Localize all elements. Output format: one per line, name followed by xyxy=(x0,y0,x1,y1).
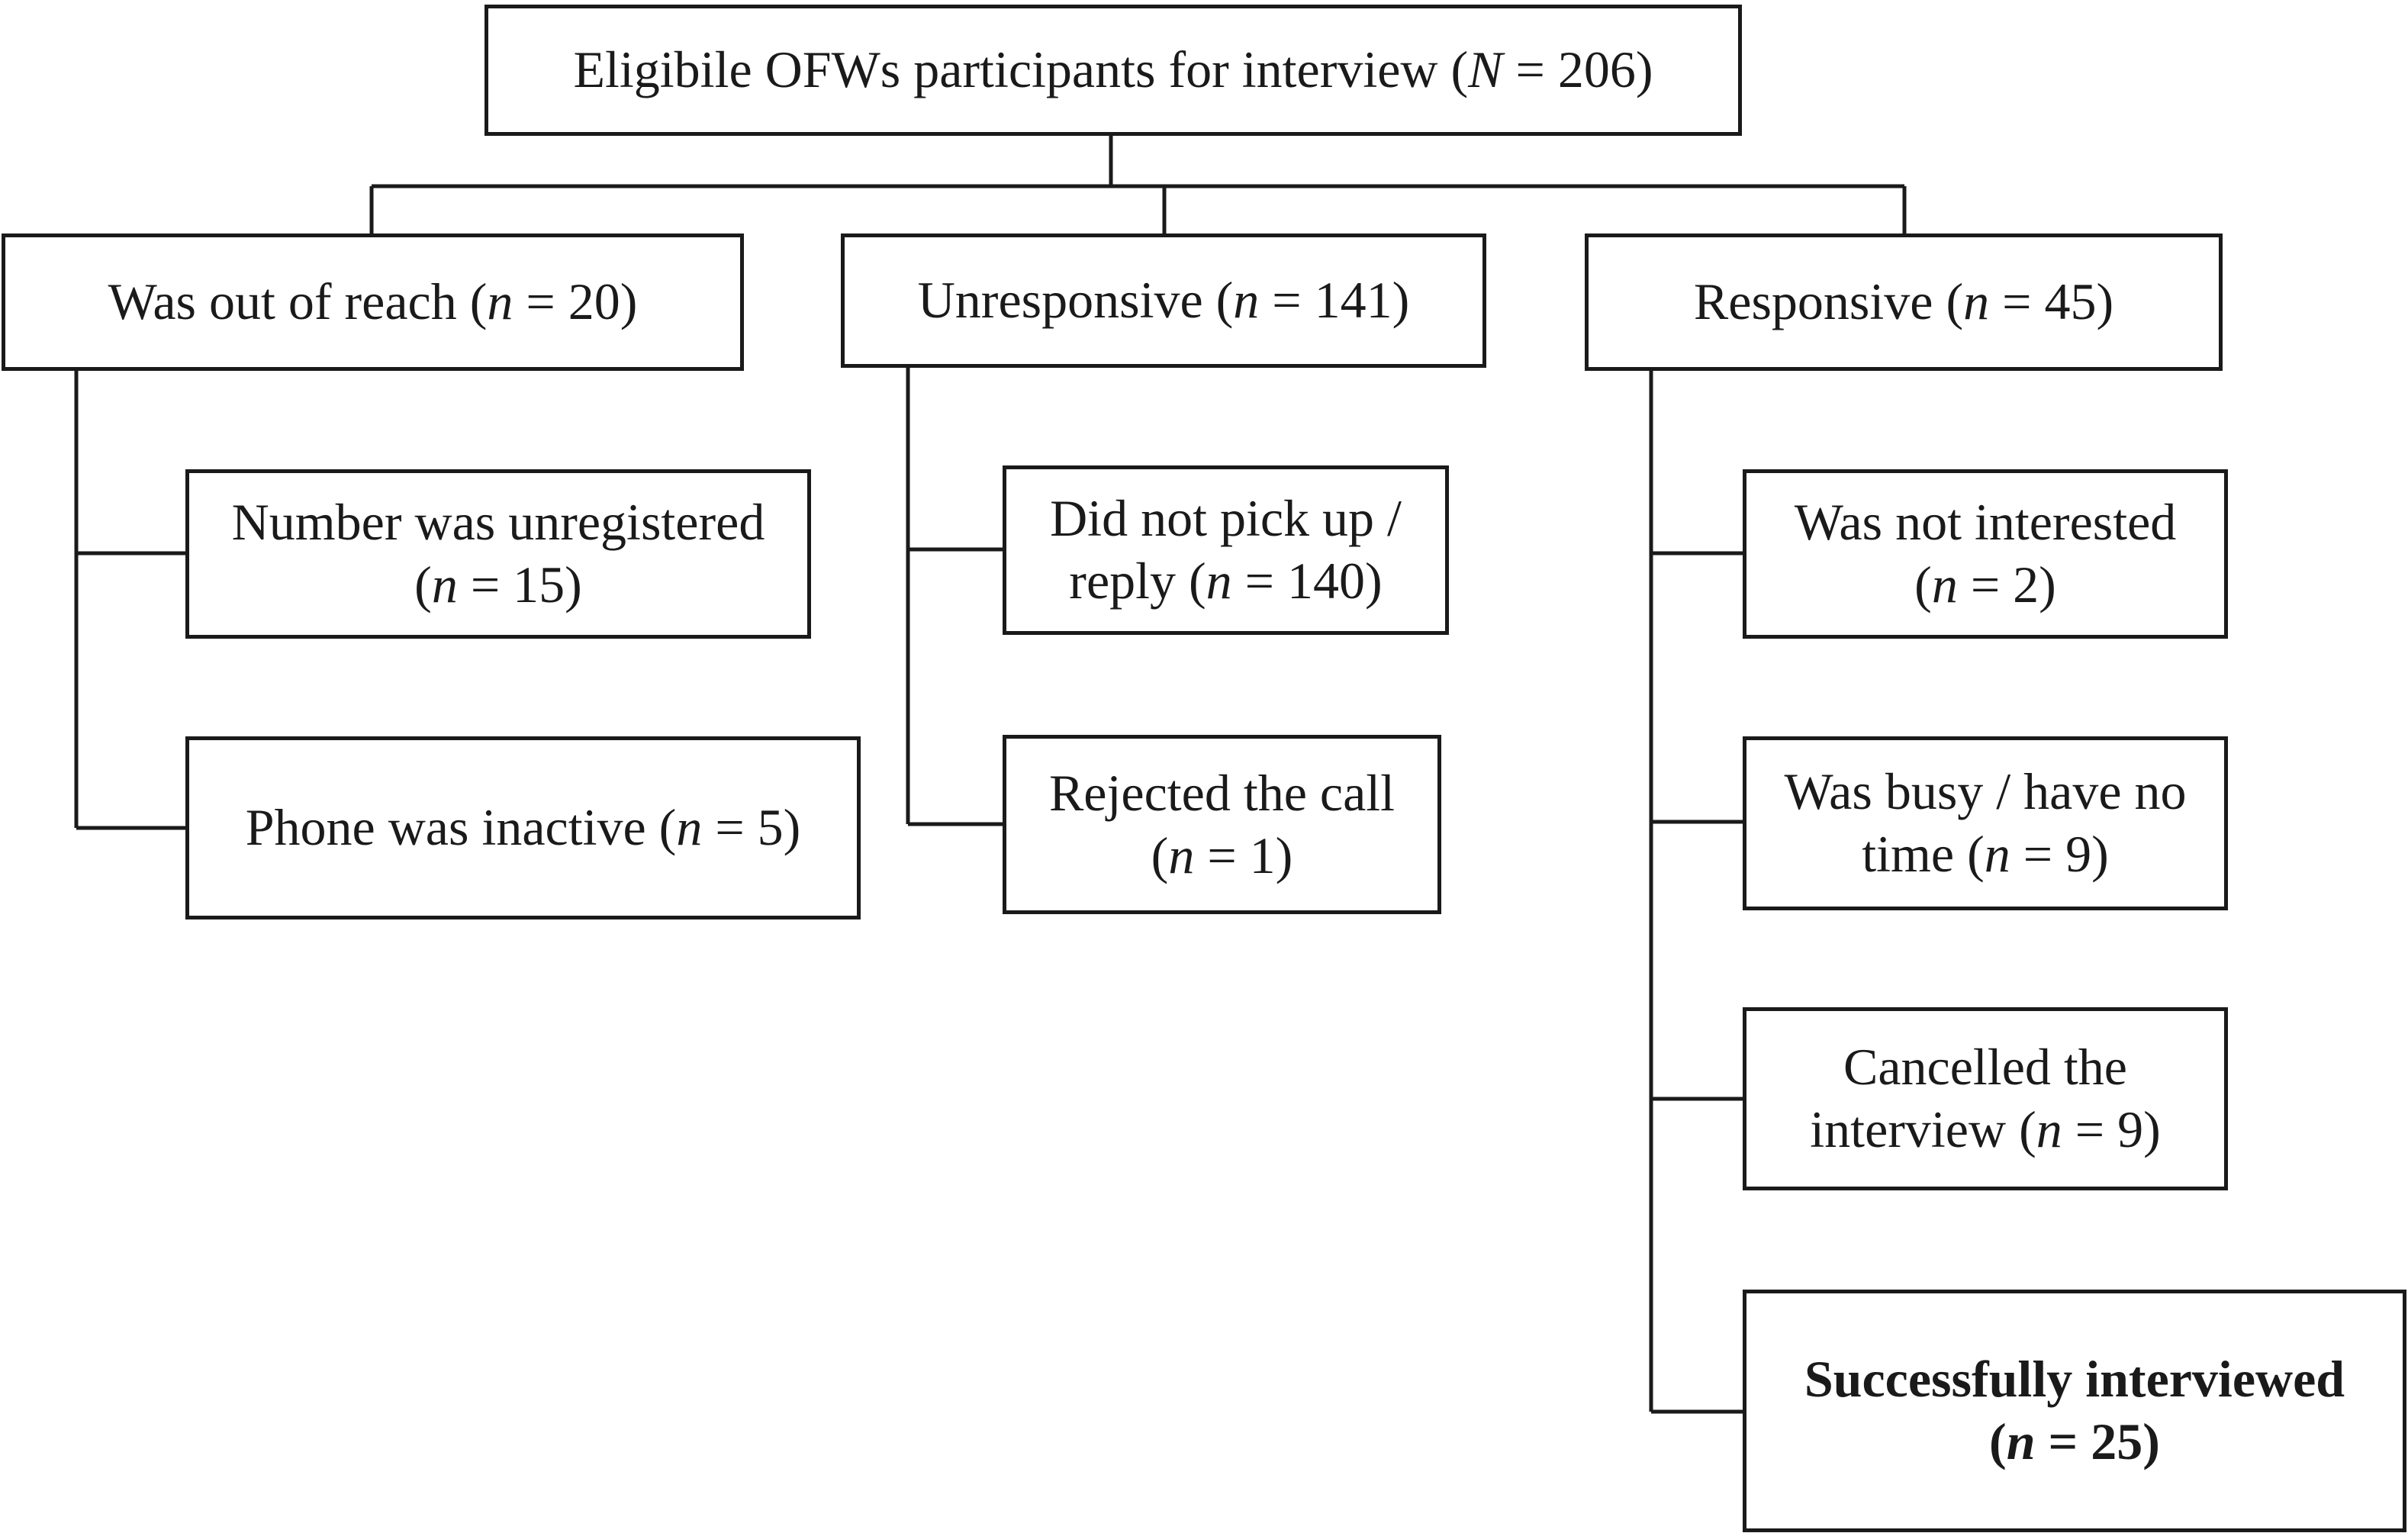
node-successfully-interviewed: Successfully interviewed (n = 25) xyxy=(1743,1290,2406,1532)
node-responsive: Responsive (n = 45) xyxy=(1585,233,2223,371)
node-out-of-reach: Was out of reach (n = 20) xyxy=(2,233,744,371)
node-phone-inactive: Phone was inactive (n = 5) xyxy=(185,736,861,919)
node-cancelled-interview: Cancelled the interview (n = 9) xyxy=(1743,1007,2228,1190)
node-not-interested: Was not interested (n = 2) xyxy=(1743,469,2228,639)
node-number-unregistered: Number was unregistered (n = 15) xyxy=(185,469,811,639)
node-unresponsive: Unresponsive (n = 141) xyxy=(841,233,1486,368)
node-eligible-participants: Eligibile OFWs participants for intervie… xyxy=(484,5,1742,136)
node-did-not-pick-up: Did not pick up / reply (n = 140) xyxy=(1003,465,1449,635)
node-busy-no-time: Was busy / have no time (n = 9) xyxy=(1743,736,2228,910)
node-rejected-call: Rejected the call (n = 1) xyxy=(1003,735,1441,914)
